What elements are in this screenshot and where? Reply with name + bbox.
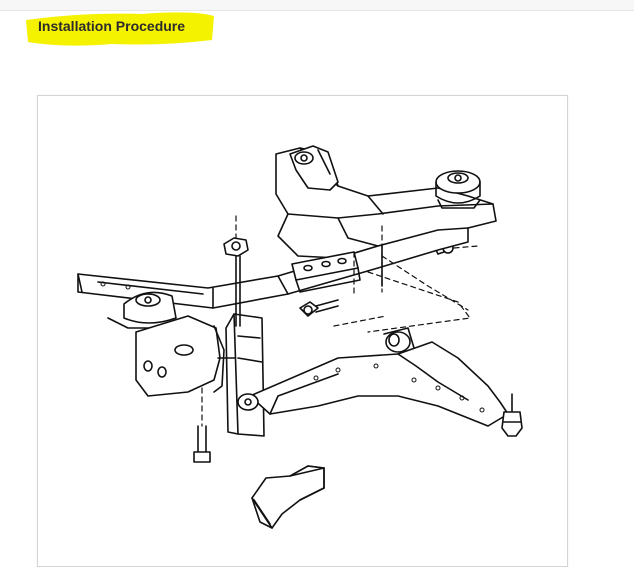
center-bracket bbox=[291, 251, 361, 293]
crossmember-diagram bbox=[77, 145, 523, 529]
ball-joint bbox=[501, 393, 523, 437]
main-cross-beam bbox=[77, 227, 469, 309]
left-side-bracket bbox=[135, 315, 239, 397]
section-heading-block: Installation Procedure bbox=[22, 4, 218, 50]
highlighter-mark bbox=[26, 12, 214, 46]
front-bushing bbox=[237, 393, 259, 411]
section-heading: Installation Procedure bbox=[38, 18, 186, 34]
upper-mount-bracket bbox=[289, 145, 339, 191]
top-nut bbox=[223, 215, 249, 327]
forward-direction-arrow-icon bbox=[251, 465, 325, 529]
horizontal-bolt bbox=[299, 299, 339, 317]
lower-control-arm bbox=[249, 341, 509, 427]
bottom-bolt bbox=[193, 387, 211, 463]
vertical-mounting-plate bbox=[225, 313, 265, 437]
figure-frame bbox=[37, 95, 568, 567]
page-top-bar bbox=[0, 0, 634, 11]
right-body-mount bbox=[435, 170, 481, 209]
rear-bushing bbox=[383, 327, 415, 353]
dashed-guide-lines bbox=[333, 255, 471, 333]
center-studs bbox=[353, 225, 383, 297]
